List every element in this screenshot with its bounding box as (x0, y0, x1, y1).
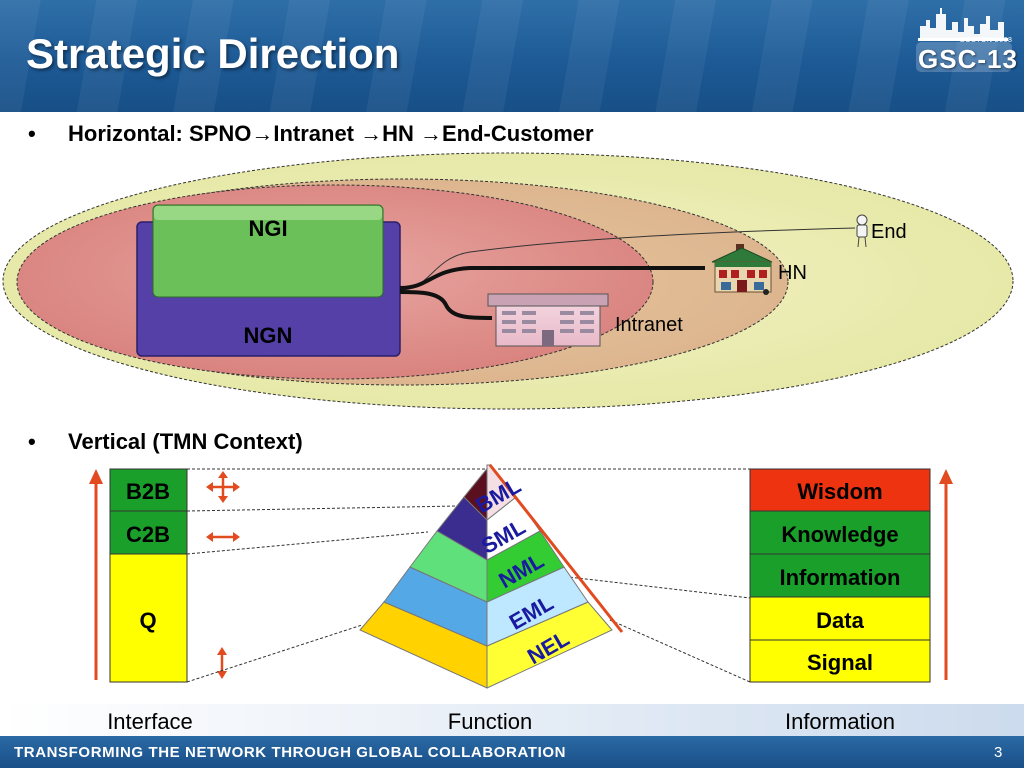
page-number: 3 (994, 744, 1003, 761)
end-label: End (871, 221, 907, 243)
interface-q-label: Q (139, 608, 156, 633)
interface-q-box (109, 553, 188, 683)
intranet-label: Intranet (615, 314, 683, 336)
ngi-box (152, 204, 384, 298)
office-building-icon (487, 293, 609, 347)
bullet-horizontal-text: Horizontal: SPNO→Intranet →HN →End-Custo… (68, 121, 594, 146)
bullet-marker: • (28, 429, 36, 454)
info-wisdom-label: Wisdom (797, 479, 882, 504)
bullet-marker: • (28, 121, 36, 146)
info-information-label: Information (780, 565, 901, 590)
ngn-label: NGN (244, 323, 293, 348)
q-vertical-arrow-icon (217, 647, 227, 679)
interface-c2b-label: C2B (126, 522, 170, 547)
info-data-label: Data (816, 608, 864, 633)
logo-text: GSC-13 (918, 44, 1018, 74)
info-signal-box (749, 639, 931, 683)
info-information-box (749, 553, 931, 598)
logo-year: BOSTON 2008 (960, 37, 1013, 44)
title-bar-texture (0, 0, 1024, 112)
interface-connector-lines (186, 468, 490, 683)
intranet-link (399, 290, 493, 320)
title-bar: Strategic Direction BOSTON 2008 GSC-13 (0, 0, 1024, 112)
info-signal-label: Signal (807, 650, 873, 675)
info-knowledge-label: Knowledge (781, 522, 898, 547)
interface-b2b-label: B2B (126, 479, 170, 504)
interface-c2b-box (109, 510, 188, 555)
information-connector-lines (498, 468, 751, 683)
end-customer-link (399, 227, 856, 291)
footer-bar: TRANSFORMING THE NETWORK THROUGH GLOBAL … (0, 736, 1024, 768)
pyramid-red-edge (488, 464, 624, 633)
info-data-box (749, 596, 931, 641)
c2b-horizontal-arrow-icon (206, 532, 240, 542)
house-icon (711, 244, 773, 295)
tmn-pyramid (359, 463, 613, 689)
b2b-bidirectional-arrow-icon (206, 471, 240, 503)
footer-tagline: TRANSFORMING THE NETWORK THROUGH GLOBAL … (14, 744, 567, 761)
interface-b2b-box (109, 468, 188, 512)
info-wisdom-box (749, 468, 931, 512)
bullet-vertical-text: Vertical (TMN Context) (68, 429, 303, 454)
gsc-logo-icon (916, 8, 1012, 72)
caption-band (0, 704, 1024, 736)
person-icon (856, 214, 868, 248)
hn-label: HN (778, 262, 807, 284)
page-title: Strategic Direction (26, 30, 400, 77)
hn-link (399, 266, 705, 290)
ngi-label: NGI (248, 216, 287, 241)
